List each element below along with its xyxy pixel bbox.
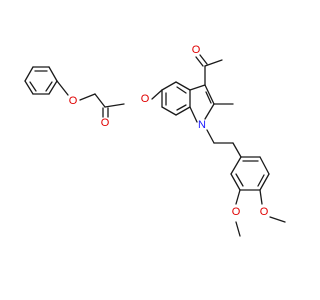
atom-label: O: [101, 117, 110, 129]
bond: [161, 106, 177, 116]
bond: [204, 103, 215, 120]
bond: [230, 156, 242, 175]
atom-o-methoxy-3: O: [232, 206, 241, 218]
bond: [199, 54, 208, 65]
bond: [161, 81, 177, 91]
bond: [205, 91, 212, 104]
bond: [151, 89, 163, 100]
bond: [195, 56, 204, 67]
atom-o-ester: O: [141, 93, 150, 105]
bond: [104, 103, 125, 108]
bond: [189, 106, 198, 123]
bond: [24, 66, 34, 82]
molecule-structure: O O O O N O O: [24, 44, 286, 237]
atom-o-methoxy-4: O: [260, 206, 269, 218]
bond: [45, 81, 53, 92]
atom-label: O: [141, 93, 150, 105]
bond: [204, 84, 215, 105]
atom-label: N: [198, 119, 206, 131]
atom-label: O: [260, 206, 269, 218]
bond: [48, 66, 58, 82]
indole-pyrrole-ring: [189, 84, 215, 123]
bond: [206, 129, 215, 144]
bond: [175, 106, 191, 116]
bond: [259, 189, 263, 205]
atom-n-indole: N: [198, 119, 206, 131]
bond: [176, 86, 187, 94]
bond: [230, 173, 241, 191]
bond: [269, 216, 286, 223]
atom-label: O: [69, 95, 78, 107]
bond: [79, 93, 96, 101]
bond: [94, 93, 106, 108]
bond: [189, 84, 206, 91]
bond: [48, 80, 58, 95]
phenyl-ring: [24, 66, 58, 95]
bond: [175, 81, 191, 91]
bond: [257, 174, 265, 187]
atom-label: O: [192, 44, 201, 56]
bond: [259, 173, 270, 191]
bond: [29, 81, 37, 92]
atom-o-phenoxy: O: [69, 95, 78, 107]
bond: [259, 156, 270, 175]
molecule-canvas: O O O O N O O: [24, 44, 286, 237]
indole-benzene-ring: [161, 81, 191, 116]
bond: [235, 173, 244, 187]
atom-label: O: [232, 206, 241, 218]
dimethoxyphenyl-ring: [230, 156, 270, 191]
bond: [24, 80, 34, 95]
atom-o-acetyl: O: [192, 44, 201, 56]
bond: [232, 142, 242, 158]
bond: [235, 221, 241, 237]
bond: [204, 59, 223, 67]
bond: [56, 80, 69, 96]
bond: [235, 189, 241, 205]
atom-o-carbonyl-ester: O: [101, 117, 110, 129]
bond: [176, 104, 187, 111]
